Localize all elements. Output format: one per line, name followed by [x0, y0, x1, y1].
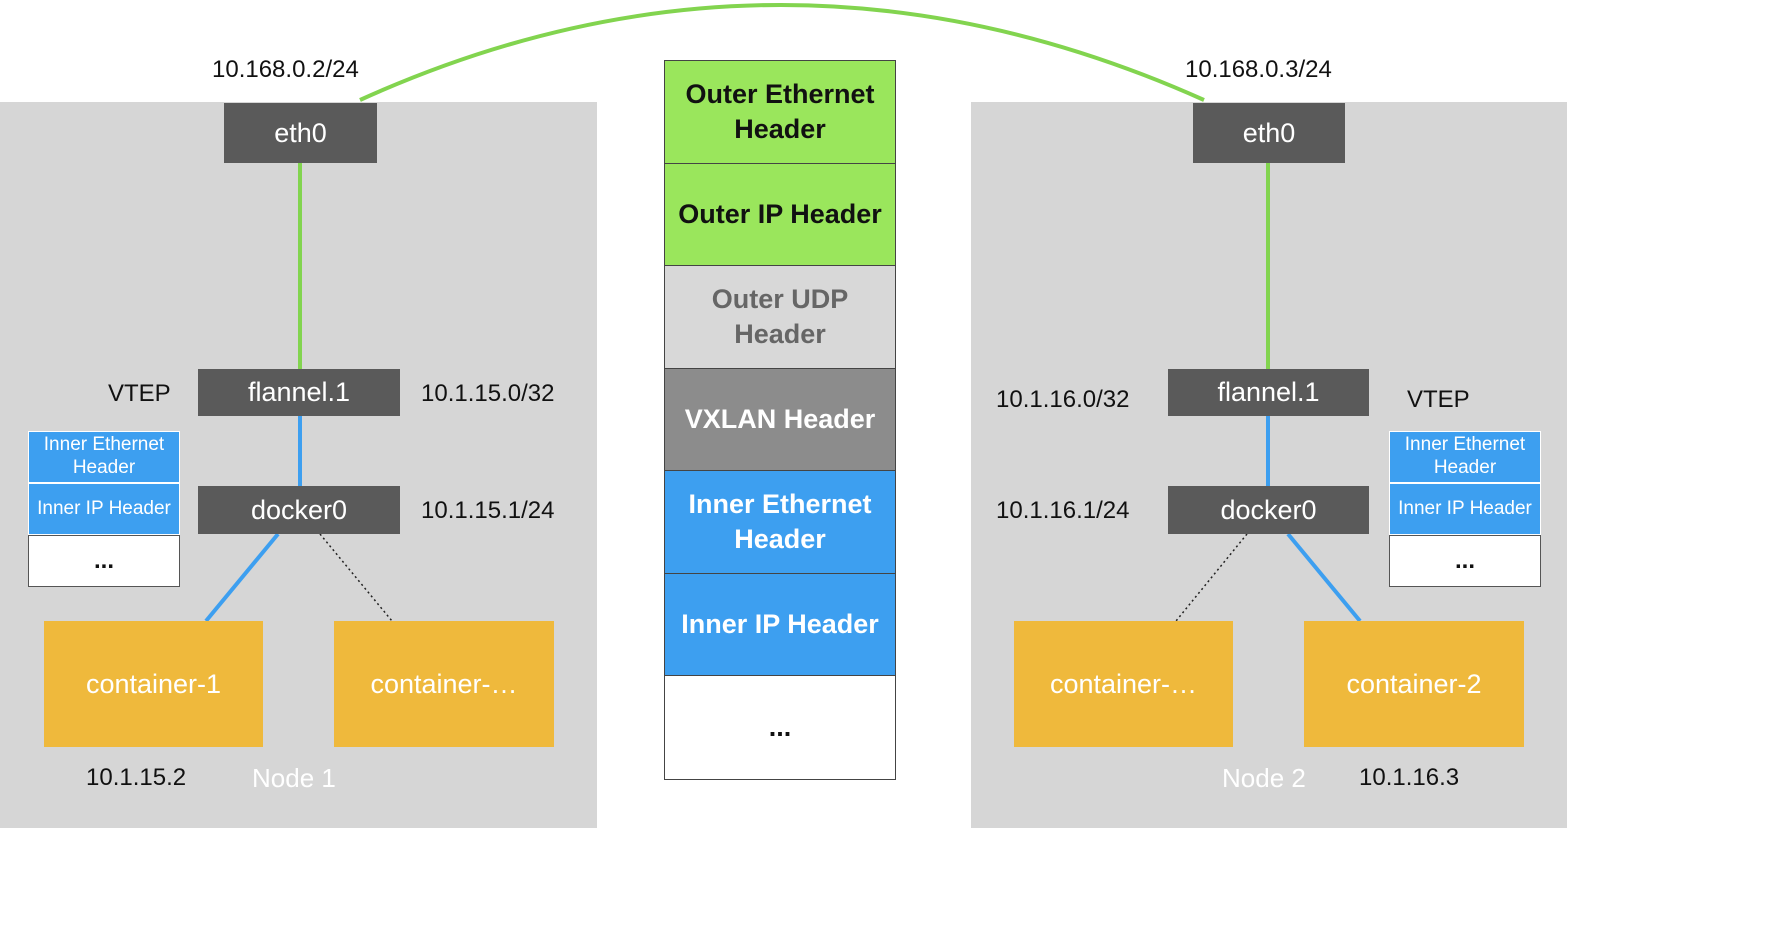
node2-inner-packet-stack: Inner Ethernet Header Inner IP Header ..…	[1389, 431, 1541, 587]
packet-outer-ethernet-header: Outer Ethernet Header	[665, 61, 895, 164]
node2-flannel-ip: 10.1.16.0/32	[996, 386, 1130, 413]
packet-inner-ip-header: Inner IP Header	[665, 573, 895, 676]
node1-inner-packet-stack: Inner Ethernet Header Inner IP Header ..…	[28, 431, 180, 587]
node2-name: Node 2	[1222, 763, 1306, 793]
node1-name: Node 1	[252, 763, 336, 793]
node2-mini-inner-ip: Inner IP Header	[1389, 483, 1541, 535]
node2-docker-container-more-link	[1175, 533, 1248, 622]
packet-inner-ethernet-header: Inner Ethernet Header	[665, 471, 895, 574]
node1-mini-more: ...	[28, 535, 180, 587]
packet-more: ...	[665, 676, 895, 779]
node1-eth0[interactable]: eth0	[224, 103, 377, 163]
node1-container-1[interactable]: container-1	[44, 621, 263, 747]
node1-flannel[interactable]: flannel.1	[198, 369, 400, 416]
node2-flannel[interactable]: flannel.1	[1168, 369, 1369, 416]
node1-docker0[interactable]: docker0	[198, 486, 400, 534]
node2-vtep-label: VTEP	[1407, 386, 1470, 413]
node1-docker-ip: 10.1.15.1/24	[421, 497, 555, 524]
node2-docker-container2-link	[1286, 532, 1362, 623]
node1-flannel-ip: 10.1.15.0/32	[421, 380, 555, 407]
node1-container-1-ip: 10.1.15.2	[86, 764, 187, 791]
node1-mini-inner-ip: Inner IP Header	[28, 483, 180, 535]
node1-docker-container-more-link	[319, 533, 393, 622]
node2-container-2-ip: 10.1.16.3	[1359, 764, 1460, 791]
node1-vtep-label: VTEP	[108, 380, 171, 407]
node2-container-more[interactable]: container-…	[1014, 621, 1233, 747]
node2-container-2[interactable]: container-2	[1304, 621, 1524, 747]
vxlan-packet-stack: Outer Ethernet Header Outer IP Header Ou…	[664, 60, 896, 780]
node2-mini-inner-ethernet: Inner Ethernet Header	[1389, 431, 1541, 483]
node2-eth0[interactable]: eth0	[1193, 103, 1345, 163]
node1-container-more[interactable]: container-…	[334, 621, 554, 747]
node1-docker-container1-link	[204, 532, 280, 623]
node1-eth-ip: 10.168.0.2/24	[212, 56, 359, 83]
node1-mini-inner-ethernet: Inner Ethernet Header	[28, 431, 180, 483]
node2-mini-more: ...	[1389, 535, 1541, 587]
node2-docker0[interactable]: docker0	[1168, 486, 1369, 534]
packet-outer-ip-header: Outer IP Header	[665, 163, 895, 266]
packet-outer-udp-header: Outer UDP Header	[665, 266, 895, 369]
node2-eth-ip: 10.168.0.3/24	[1185, 56, 1332, 83]
node2-docker-ip: 10.1.16.1/24	[996, 497, 1130, 524]
packet-vxlan-header: VXLAN Header	[665, 368, 895, 471]
inter-node-link	[359, 3, 1205, 102]
